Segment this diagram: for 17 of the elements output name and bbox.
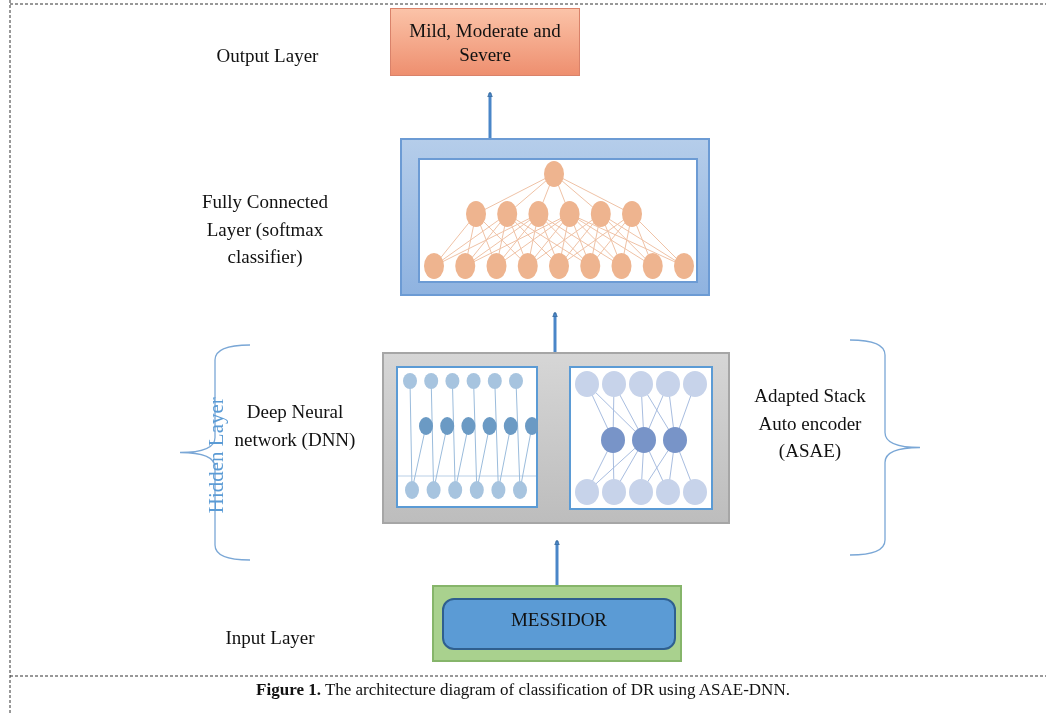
layer-panel bbox=[400, 138, 710, 296]
layer-label: Input Layer bbox=[224, 626, 316, 650]
output-box bbox=[390, 8, 580, 76]
figure-caption: Figure 1. The architecture diagram of classification of DR using ASAE-DNN. bbox=[255, 680, 791, 700]
layer-label: Adapted Stack Auto encoder (ASAE) bbox=[753, 384, 867, 464]
block-arrow bbox=[554, 539, 560, 585]
layer-panel bbox=[382, 352, 730, 524]
layer-label: Deep Neural network (DNN) bbox=[233, 400, 357, 452]
rotated-label: Hidden Layer bbox=[202, 396, 229, 516]
layer-panel bbox=[432, 585, 682, 662]
dataset-box bbox=[442, 598, 676, 650]
layer-label: Output Layer bbox=[215, 44, 320, 68]
node-label: MESSIDOR bbox=[510, 608, 608, 632]
block-arrow bbox=[552, 311, 558, 352]
layer-label: Fully Connected Layer (softmax classifier) bbox=[200, 190, 330, 270]
node-label: Mild, Moderate and Severe bbox=[408, 19, 562, 67]
block-arrow bbox=[487, 91, 493, 138]
